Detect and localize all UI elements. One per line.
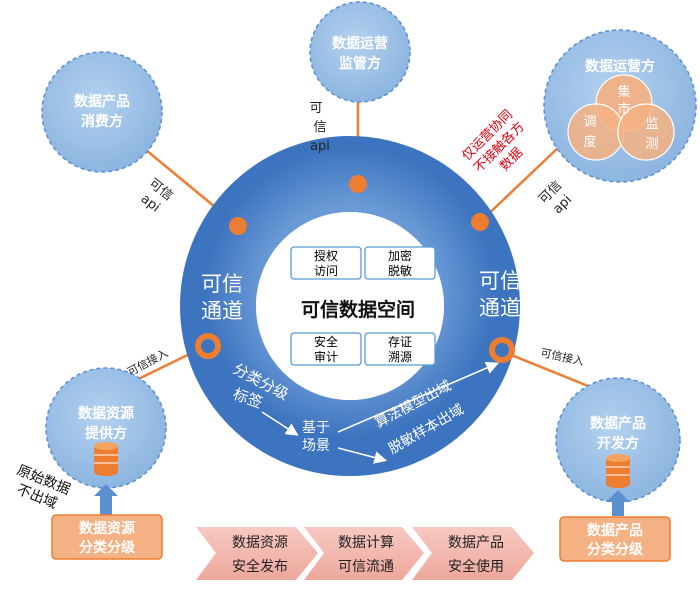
svg-text:数据资源: 数据资源 <box>78 405 134 422</box>
flow-scene-line1: 基于 <box>302 419 330 436</box>
svg-text:数据产品: 数据产品 <box>590 415 646 432</box>
svg-text:访问: 访问 <box>314 264 338 278</box>
channel-left-line2: 通道 <box>201 299 243 323</box>
party-provider: 数据资源 提供方 <box>45 367 167 489</box>
svg-text:安全发布: 安全发布 <box>232 558 288 575</box>
channel-left-line1: 可信 <box>201 272 243 296</box>
access-ring-right <box>489 337 515 363</box>
center-title: 可信数据空间 <box>301 298 415 321</box>
dot-consumer <box>229 217 247 235</box>
api-label-right: 可信 api <box>536 178 575 217</box>
svg-text:消费方: 消费方 <box>81 113 123 130</box>
api-label-top-line1: 可 <box>309 101 322 116</box>
svg-text:数据产品: 数据产品 <box>448 535 504 551</box>
svg-text:分类分级: 分类分级 <box>587 541 644 558</box>
channel-right-line1: 可信 <box>479 269 521 293</box>
party-consumer: 数据产品 消费方 <box>41 51 163 173</box>
svg-text:市: 市 <box>617 101 630 117</box>
inner-box-auth: 授权 访问 <box>290 246 362 280</box>
svg-text:安全使用: 安全使用 <box>448 558 504 575</box>
svg-text:溯源: 溯源 <box>388 349 412 364</box>
svg-text:数据产品: 数据产品 <box>74 93 130 110</box>
up-arrow-left <box>94 484 118 516</box>
dot-operator <box>471 213 489 231</box>
svg-text:提供方: 提供方 <box>85 425 127 442</box>
svg-text:测: 测 <box>645 137 658 152</box>
flow-scene-line2: 场景 <box>302 438 330 454</box>
inner-box-trace: 存证 溯源 <box>364 332 436 366</box>
step-compute: 数据计算 可信流通 <box>304 527 424 580</box>
trusted-ring <box>180 136 520 476</box>
svg-text:授权: 授权 <box>314 248 338 263</box>
dot-regulator <box>349 175 367 193</box>
svg-text:脱敏: 脱敏 <box>388 263 412 278</box>
step-use: 数据产品 安全使用 <box>412 527 534 580</box>
party-developer: 数据产品 开发方 <box>555 377 681 503</box>
party-regulator: 数据运营 监管方 <box>309 1 411 103</box>
svg-text:存证: 存证 <box>388 335 412 349</box>
svg-text:数据资源: 数据资源 <box>79 520 135 537</box>
up-arrow-right <box>606 490 630 516</box>
svg-text:数据运营: 数据运营 <box>332 35 388 52</box>
svg-text:数据运营方: 数据运营方 <box>585 58 655 75</box>
flow-arrow-3 <box>337 447 388 464</box>
svg-text:数据计算: 数据计算 <box>338 535 394 551</box>
svg-text:调: 调 <box>583 115 596 130</box>
svg-text:加密: 加密 <box>388 248 412 263</box>
svg-text:分类分级: 分类分级 <box>79 539 136 556</box>
api-label-top-line2: api <box>310 139 330 154</box>
party-operator: 数据运营方 集 市 调 度 监 测 <box>543 29 697 183</box>
svg-text:开发方: 开发方 <box>597 435 639 452</box>
svg-text:集: 集 <box>617 84 630 100</box>
svg-text:度: 度 <box>583 134 596 150</box>
svg-text:监管方: 监管方 <box>339 55 381 72</box>
step-release: 数据资源 安全发布 <box>196 527 318 580</box>
database-icon <box>94 442 118 476</box>
operator-venn: 集 市 调 度 监 测 <box>567 74 675 161</box>
svg-text:监: 监 <box>645 117 658 132</box>
flow-arrow-2 <box>337 361 499 433</box>
api-label-top-line1b: 信 <box>313 120 326 135</box>
api-label-left: 可信 api <box>138 176 176 215</box>
access-label-right: 可信接入 <box>539 346 585 368</box>
flow-arrow-1 <box>261 411 299 436</box>
channel-right-line2: 通道 <box>479 296 521 320</box>
svg-text:安全: 安全 <box>314 334 338 349</box>
access-ring-left <box>195 333 221 359</box>
svg-text:审计: 审计 <box>314 349 338 364</box>
classify-box-right: 数据产品 分类分级 <box>559 516 671 562</box>
database-icon <box>606 454 630 488</box>
svg-text:数据产品: 数据产品 <box>587 522 643 539</box>
svg-text:可信流通: 可信流通 <box>338 559 394 575</box>
classify-box-left: 数据资源 分类分级 <box>51 514 163 560</box>
operator-connector <box>479 145 561 223</box>
svg-text:数据资源: 数据资源 <box>232 535 288 551</box>
inner-box-audit: 安全 审计 <box>290 332 362 366</box>
inner-box-encrypt: 加密 脱敏 <box>364 246 436 280</box>
developer-connector <box>503 350 589 388</box>
